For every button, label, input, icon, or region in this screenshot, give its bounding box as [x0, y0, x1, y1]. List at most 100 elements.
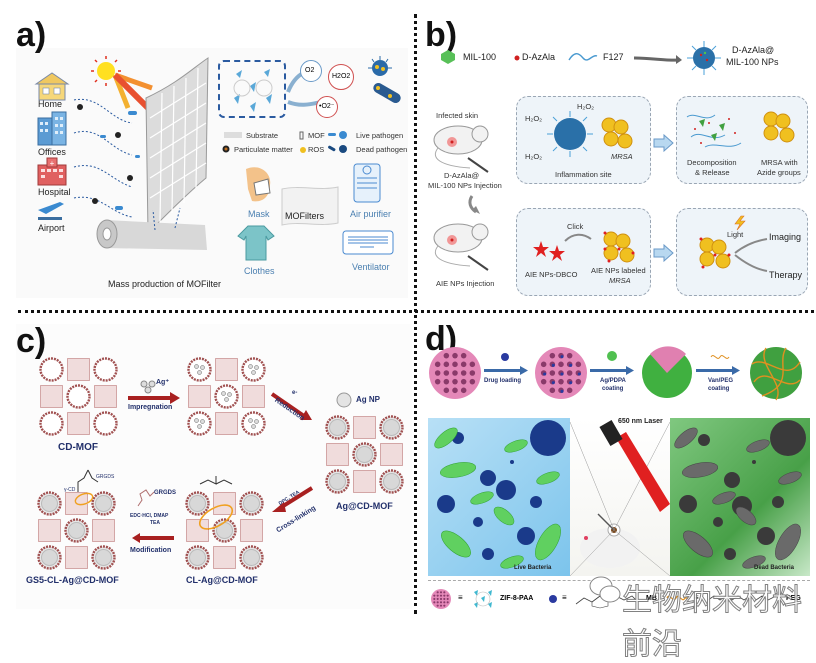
ag-nanoparticle — [243, 549, 260, 566]
azala-icon — [514, 55, 520, 61]
zif8-paa-sphere — [429, 347, 481, 399]
azide-caption-line2: Azide groups — [757, 168, 801, 177]
reduction-arrow — [270, 392, 312, 420]
carbonate-grgds-label: GRGDS — [96, 474, 115, 480]
ag-ion — [254, 419, 259, 424]
nanoparticle-large-icon — [547, 111, 593, 157]
app-ventilator-label: Ventilator — [352, 262, 390, 272]
loaded-drug — [551, 381, 555, 385]
mrsa-label: MRSA — [611, 152, 633, 161]
sphere-pore — [549, 387, 556, 394]
grgds-molecule — [137, 489, 155, 507]
sphere-pore — [433, 601, 436, 604]
panel-label-a: a) — [16, 16, 47, 54]
sphere-pore — [436, 591, 439, 594]
ros-legend-icon — [300, 147, 306, 153]
mof-framework — [380, 443, 403, 466]
mof-framework — [215, 358, 238, 381]
modification-label: Modification — [130, 547, 172, 554]
ag-ion — [224, 397, 229, 402]
ag-ion — [194, 364, 199, 369]
mouse-icon-1 — [433, 125, 489, 173]
airflow-arrows — [73, 98, 140, 218]
final-nanoparticle — [750, 347, 802, 401]
loaded-drug — [560, 372, 564, 376]
sphere-pore — [439, 597, 443, 601]
source-offices-label: Offices — [38, 147, 66, 157]
sphere-pore — [436, 601, 439, 604]
sphere-pore — [452, 378, 458, 385]
mof-zoom-box — [218, 60, 286, 118]
legend-particulate-matter: Particulate matter — [234, 145, 293, 154]
mof-framework — [326, 443, 349, 466]
ag-nanoparticle — [41, 495, 58, 512]
rabbit-view — [569, 418, 671, 577]
decomposition-caption-line2: & Release — [695, 168, 730, 177]
legend-azala: D-AzAla — [522, 52, 556, 62]
sphere-pore — [575, 378, 582, 385]
sphere-pore — [443, 378, 450, 385]
superoxide-label: •O2⁻ — [319, 103, 335, 110]
sphere-pore — [566, 387, 573, 394]
ag-np-label: Ag NP — [356, 395, 380, 404]
sphere-pore — [443, 601, 446, 604]
product-label-line2: MIL-100 NPs — [726, 57, 779, 67]
h2o2-label-3: H₂O₂ — [525, 152, 543, 161]
sphere-pore — [433, 597, 436, 601]
legend-divider — [428, 580, 810, 581]
sphere-pore — [452, 370, 458, 376]
offices-icon — [37, 111, 67, 146]
gs5-cl-ag-cd-mof-structure — [37, 491, 116, 570]
legend-f127: F127 — [603, 52, 624, 62]
ag-pdpa-label-line1: Ag/PDPA — [600, 378, 626, 384]
ag-ion — [251, 424, 256, 429]
ag-nanoparticle — [329, 419, 346, 436]
drug-loading-arrow — [484, 366, 528, 375]
gs5-cl-ag-cd-mof-label: GS5-CL-Ag@CD-MOF — [26, 575, 119, 585]
loaded-drug — [569, 363, 573, 367]
mb-molecule-icon — [501, 353, 509, 361]
infected-skin-label: Infected skin — [436, 111, 479, 120]
nanoparticle-icon — [687, 41, 721, 75]
zif8-framework-icon — [474, 590, 492, 608]
app-air-purifier-label: Air purifier — [350, 209, 392, 219]
mof-framework — [213, 492, 236, 515]
sphere-pore — [434, 370, 441, 376]
panel-label-c: c) — [16, 322, 47, 360]
labeled-mrsa-icon — [603, 231, 635, 263]
mof-pore — [241, 411, 266, 436]
ag-nanoparticle — [383, 419, 400, 436]
azide-caption-line1: MRSA with — [761, 158, 798, 167]
cd-mof-structure — [39, 357, 118, 436]
loaded-drug — [560, 389, 564, 393]
mof-framework — [353, 416, 376, 439]
live-pathogen-legend-icon — [328, 131, 347, 139]
mof-framework — [353, 470, 376, 493]
injection1-label-line2: MIL-100 NPs Injection — [428, 181, 502, 190]
ag-ion — [251, 370, 256, 375]
sphere-pore — [460, 370, 467, 376]
airport-icon — [38, 202, 64, 220]
mof-pore — [39, 357, 64, 382]
legend-substrate: Substrate — [246, 131, 279, 140]
mofilters-label: MOFilters — [285, 211, 324, 221]
legend-mil100: MIL-100 — [463, 52, 497, 62]
ag-ion-label: Ag⁺ — [156, 379, 170, 386]
process-arrow-1 — [653, 133, 674, 153]
clothes-icon — [237, 225, 275, 261]
sphere-pore — [566, 370, 573, 376]
sphere-pore — [558, 378, 564, 385]
dead-pathogen-legend-icon — [328, 145, 347, 153]
mof-pore — [214, 384, 239, 409]
loaded-drug — [577, 372, 581, 376]
inflammation-site-caption: Inflammation site — [555, 170, 612, 179]
legend-ros: ROS — [308, 145, 325, 154]
panel-b: b) MIL-100 D-AzAla F127 D-AzAla@ MIL-100… — [418, 0, 816, 308]
substrate-roll — [96, 207, 207, 250]
sphere-pore — [558, 361, 564, 368]
drug-loaded-sphere — [535, 347, 587, 399]
substrate-legend-icon — [224, 132, 242, 138]
sphere-pore — [540, 378, 547, 385]
mouse-icon-2 — [433, 223, 489, 271]
watermark: 生物纳米材料前沿 — [622, 583, 803, 663]
